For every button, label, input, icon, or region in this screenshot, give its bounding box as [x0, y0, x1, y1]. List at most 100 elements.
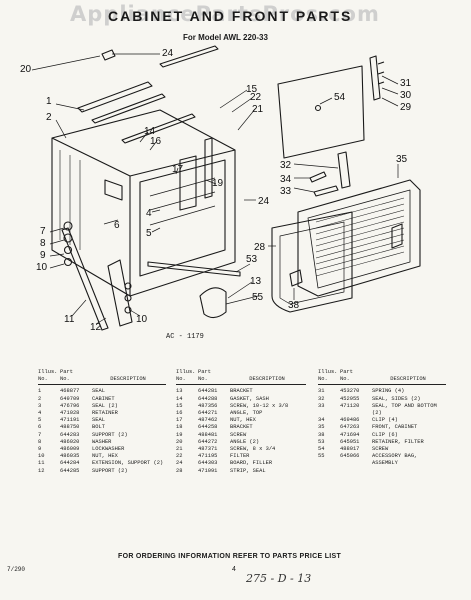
cell-description: SCREW, 10-12 x 3/8 — [230, 402, 289, 409]
cell-description: SPRING (4) — [372, 388, 405, 395]
callout-22: 22 — [250, 92, 262, 103]
cell-description: BRACKET — [230, 388, 253, 395]
callout-16: 16 — [150, 136, 162, 147]
cell-illus-no: 6 — [38, 424, 42, 431]
cell-illus-no: 32 — [318, 395, 325, 402]
cabinet-front — [297, 179, 421, 297]
cell-illus-no: 11 — [38, 460, 45, 467]
watermark: AppliancePartsPros.com — [70, 2, 380, 26]
cell-illus-no: 35 — [318, 424, 325, 431]
cell-part-no: 469486 — [340, 417, 360, 424]
cell-illus-no: 3 — [38, 402, 42, 409]
cell-description: SEAL — [92, 417, 105, 424]
page-number: 4 — [232, 566, 236, 573]
cell-part-no: 647263 — [340, 424, 360, 431]
cell-part-no: 644258 — [198, 424, 218, 431]
cell-part-no: 468877 — [60, 388, 80, 395]
callout-20: 20 — [20, 64, 32, 75]
cell-illus-no: 22 — [176, 453, 183, 460]
cell-illus-no: 24 — [176, 460, 183, 467]
cell-description: SEAL — [92, 388, 105, 395]
figure-reference: AC - 1179 — [166, 333, 204, 341]
exploded-parts-diagram: 1 2 20 24 15 22 21 14 16 17 19 4 5 6 7 8… — [20, 45, 421, 333]
header-illus-no: Illus.No. — [318, 369, 340, 386]
header-illus-no: Illus.No. — [38, 369, 60, 386]
cell-description: STRIP, SEAL — [230, 467, 266, 474]
cell-illus-no: 19 — [176, 431, 183, 438]
callout-24-right: 24 — [258, 196, 270, 207]
cell-illus-no: 14 — [176, 395, 183, 402]
cell-description: SCREW — [372, 446, 389, 453]
callout-12: 12 — [90, 322, 102, 333]
callout-31: 31 — [400, 78, 412, 89]
page-code: 7/290 — [7, 566, 26, 573]
cell-illus-no: 15 — [176, 402, 183, 409]
cell-description: BRACKET — [230, 424, 253, 431]
cell-part-no: 476796 — [60, 402, 80, 409]
cell-part-no: 649709 — [60, 395, 80, 402]
cell-description: WASHER — [92, 438, 112, 445]
bracket — [104, 179, 123, 201]
seal-strip-bottom — [147, 261, 241, 277]
callout-6: 6 — [114, 220, 120, 231]
cell-part-no: 486009 — [60, 446, 80, 453]
cell-description: EXTENSION, SUPPORT (2) — [92, 460, 164, 467]
cell-part-no: 644303 — [198, 460, 218, 467]
cell-illus-no: 4 — [38, 410, 42, 417]
header-description: DESCRIPTION — [92, 369, 166, 386]
callout-17: 17 — [172, 164, 184, 175]
cell-illus-no: 13 — [176, 388, 183, 395]
callout-28: 28 — [254, 242, 266, 253]
callout-14: 14 — [144, 126, 156, 137]
cell-description: BOLT — [92, 424, 105, 431]
callout-29: 29 — [400, 102, 412, 113]
callout-5: 5 — [146, 228, 152, 239]
support-left — [61, 227, 109, 331]
cell-part-no: 644284 — [60, 460, 80, 467]
cell-illus-no: 54 — [318, 446, 325, 453]
table-row: 18 644258 BRACKET — [176, 424, 306, 431]
cell-part-no: 487462 — [198, 417, 218, 424]
clip — [309, 171, 327, 183]
cell-illus-no: 5 — [38, 417, 42, 424]
cell-description: SUPPORT (2) — [92, 431, 128, 438]
cell-illus-no: 18 — [176, 424, 183, 431]
cell-description: ANGLE (2) — [230, 438, 260, 445]
cell-part-no: 644283 — [60, 431, 80, 438]
callout-32: 32 — [280, 160, 292, 171]
cell-description: SCREW — [230, 431, 247, 438]
callout-10-right: 10 — [136, 314, 148, 325]
cell-part-no: 488481 — [198, 431, 218, 438]
cell-part-no: 471191 — [60, 417, 80, 424]
front-seal-frame — [271, 211, 353, 313]
callout-13: 13 — [250, 276, 262, 287]
cell-illus-no: 20 — [176, 438, 183, 445]
cell-part-no: 486035 — [60, 453, 80, 460]
seal-side — [337, 151, 351, 189]
callout-55: 55 — [252, 292, 264, 303]
side-angle — [204, 137, 213, 199]
cabinet-outline — [51, 109, 236, 297]
cell-part-no: 644271 — [198, 410, 218, 417]
callout-54: 54 — [334, 92, 346, 103]
cell-part-no: 487371 — [198, 446, 218, 453]
callout-34: 34 — [280, 174, 292, 185]
cell-part-no: 453270 — [340, 388, 360, 395]
callout-30: 30 — [400, 90, 412, 101]
cell-part-no: 488750 — [60, 424, 80, 431]
cell-illus-no: 17 — [176, 417, 183, 424]
cell-illus-no: 33 — [318, 402, 325, 409]
cell-illus-no: 28 — [176, 467, 183, 474]
